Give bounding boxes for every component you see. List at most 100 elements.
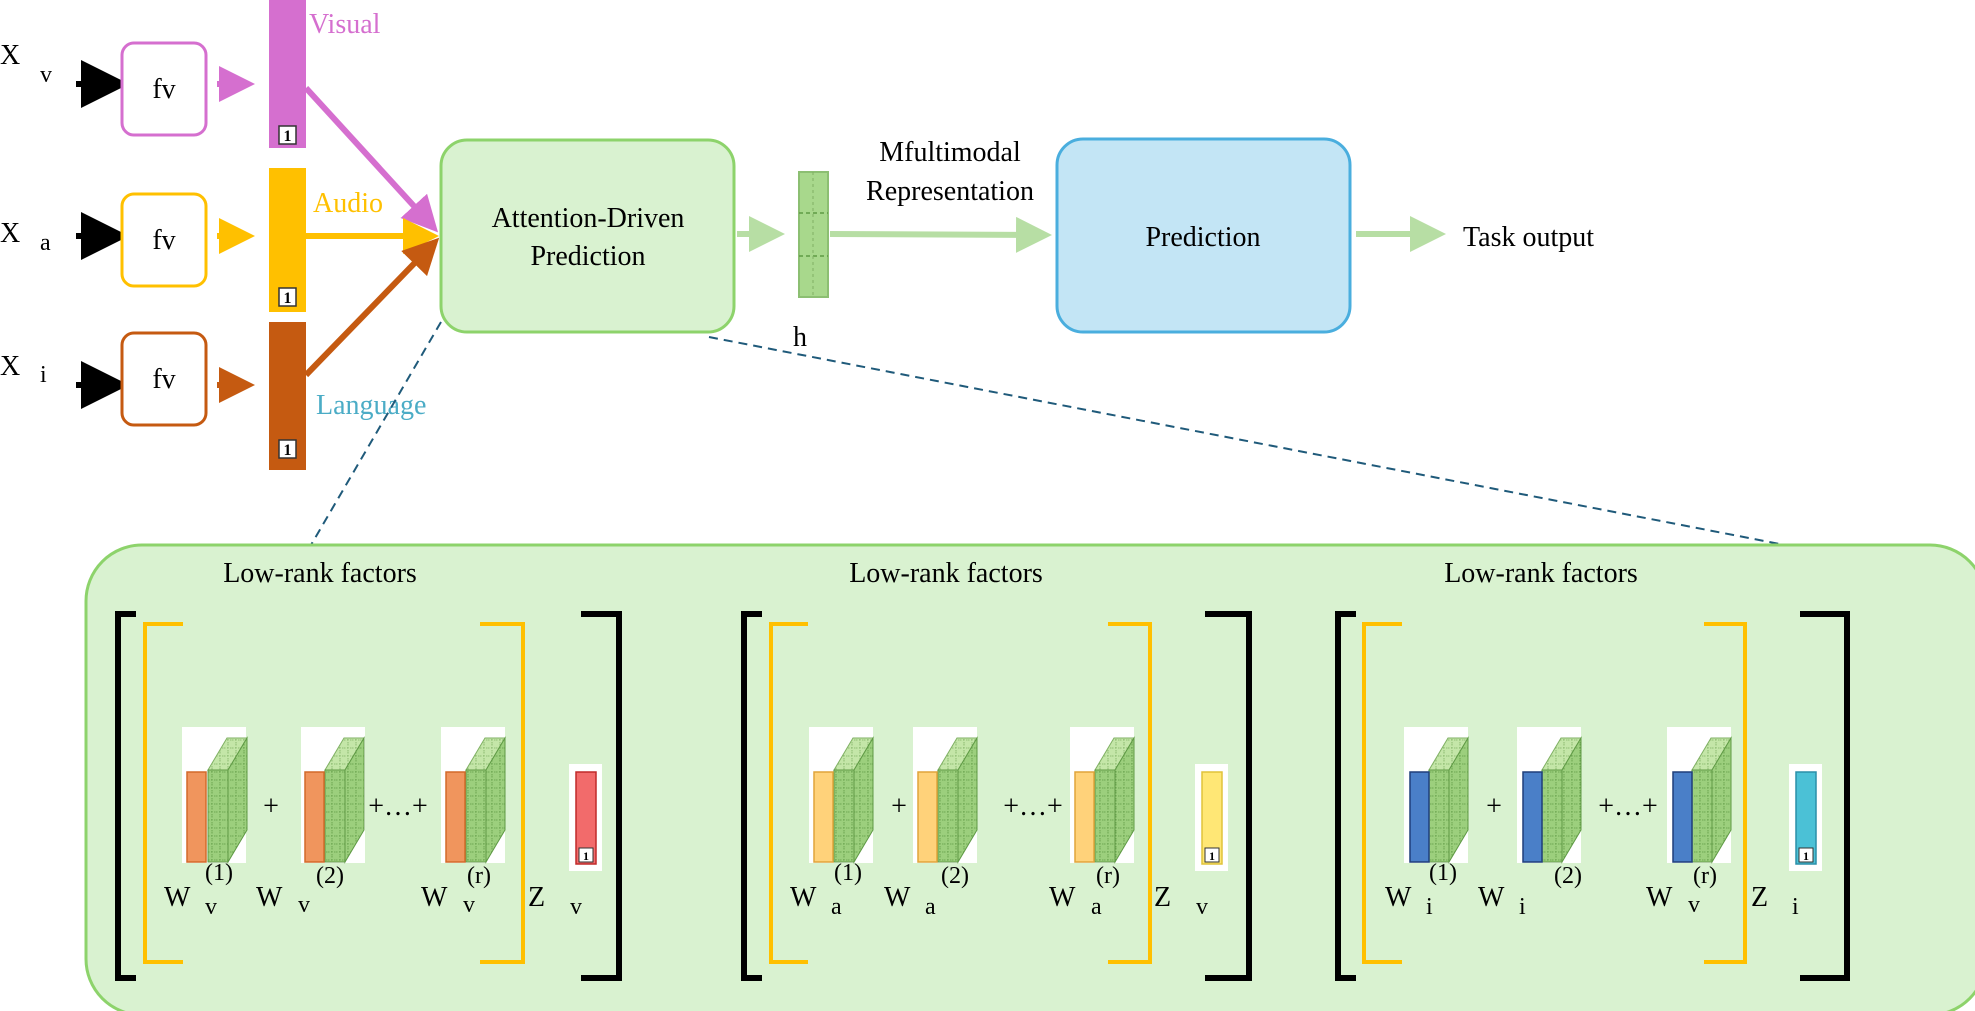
weight-sub: v — [1688, 892, 1700, 918]
plus-sign: + — [1486, 791, 1502, 822]
inner-bracket-left — [1362, 622, 1402, 964]
fv-label: fv — [152, 225, 175, 256]
weight-tensor-1 — [182, 727, 248, 864]
z-sub: v — [570, 894, 582, 920]
z-label: Z — [528, 882, 545, 913]
inner-bracket-left — [769, 622, 808, 964]
weight-tensor-r — [1070, 727, 1135, 864]
bias-one: 1 — [284, 128, 292, 145]
prediction-box — [1055, 137, 1352, 334]
outer-bracket-left — [115, 611, 136, 981]
weight-tensor-r — [1667, 727, 1732, 864]
outer-bracket-right — [581, 611, 622, 981]
weight-sup: (2) — [316, 863, 344, 889]
weight-sub: v — [463, 892, 475, 918]
input-sub: v — [40, 62, 52, 88]
fv-box-visual — [120, 41, 208, 137]
representation-line2: Representation — [866, 176, 1034, 207]
inner-bracket-right — [1704, 622, 1747, 964]
weight-sup: (2) — [941, 863, 969, 889]
weight-tensor-2 — [1517, 727, 1582, 864]
z-label: Z — [1751, 882, 1768, 913]
prediction-label: Prediction — [1145, 222, 1260, 253]
input-sub: a — [40, 230, 51, 256]
z-sub: i — [1792, 894, 1799, 920]
weight-w: W — [421, 882, 448, 913]
zoom-line-left — [310, 321, 442, 546]
fv-box-audio — [120, 192, 208, 288]
hidden-label-h: h — [793, 322, 807, 353]
zoom-line-right — [708, 336, 1786, 546]
low-rank-group-visual: Low-rank factors + +…+ — [115, 558, 622, 981]
task-output-label: Task output — [1463, 222, 1594, 253]
weight-w: W — [884, 882, 911, 913]
feature-bar-visual — [269, 0, 306, 148]
fv-label: fv — [152, 364, 175, 395]
inner-bracket-right — [1108, 622, 1152, 964]
weight-w: W — [1478, 882, 1505, 913]
input-row-audio: X a fv 1 Audio — [0, 168, 383, 312]
weight-tensor-r — [441, 727, 506, 864]
inner-bracket-right — [480, 622, 525, 964]
inner-bracket-left — [143, 622, 183, 964]
plus-ellipsis: +…+ — [1598, 791, 1658, 822]
weight-sup: (r) — [1693, 863, 1717, 889]
input-row-language: X i fv 1 Language — [0, 322, 426, 470]
low-rank-title: Low-rank factors — [1444, 558, 1638, 589]
weight-tensor-1 — [809, 727, 874, 864]
representation-line1: Mfultimodal — [879, 137, 1021, 168]
outer-bracket-left — [1335, 611, 1356, 981]
converge-arrow-visual — [303, 85, 439, 233]
z-vector: 1 — [1789, 764, 1822, 871]
weight-sub: a — [925, 894, 936, 920]
bias-one: 1 — [284, 290, 292, 307]
attention-line2: Prediction — [530, 241, 645, 272]
input-var-x: X — [0, 218, 20, 249]
modality-label-audio: Audio — [313, 188, 383, 219]
weight-sup: (2) — [1554, 863, 1582, 889]
weight-sup: (1) — [1429, 860, 1457, 886]
weight-sub: a — [831, 894, 842, 920]
z-one: 1 — [583, 849, 589, 863]
fv-label: fv — [152, 74, 175, 105]
plus-ellipsis: +…+ — [1003, 791, 1063, 822]
attention-line1: Attention-Driven — [492, 203, 685, 234]
weight-sup: (1) — [834, 860, 862, 886]
input-row-visual: X v fv 1 Visual — [0, 0, 381, 148]
z-vector: 1 — [1195, 764, 1228, 871]
weight-sub: v — [205, 894, 217, 920]
bias-one-box — [278, 439, 297, 459]
weight-tensor-2 — [913, 727, 978, 864]
weight-w: W — [790, 882, 817, 913]
z-one: 1 — [1803, 849, 1809, 863]
weight-sup: (r) — [467, 863, 491, 889]
modality-label-language: Language — [316, 390, 426, 421]
weight-tensor-1 — [1404, 727, 1469, 864]
weight-tensor-2 — [301, 727, 365, 864]
outer-bracket-right — [1205, 611, 1252, 981]
outer-bracket-left — [741, 611, 762, 981]
low-rank-title: Low-rank factors — [849, 558, 1043, 589]
weight-w: W — [164, 882, 191, 913]
input-var-x: X — [0, 351, 20, 382]
weight-sub: i — [1519, 894, 1526, 920]
plus-sign: + — [263, 791, 279, 822]
weight-sub: i — [1426, 894, 1433, 920]
plus-ellipsis: +…+ — [368, 791, 428, 822]
plus-sign: + — [891, 791, 907, 822]
bias-one: 1 — [284, 442, 292, 459]
z-sub: v — [1196, 894, 1208, 920]
weight-w: W — [1385, 882, 1412, 913]
modality-label-visual: Visual — [309, 9, 381, 40]
weight-w: W — [1049, 882, 1076, 913]
z-label: Z — [1154, 882, 1171, 913]
weight-sup: (1) — [205, 860, 233, 886]
weight-w: W — [1646, 882, 1673, 913]
weight-sub: v — [298, 892, 310, 918]
bias-one-box — [278, 125, 297, 145]
weight-w: W — [256, 882, 283, 913]
bias-one-box — [278, 287, 297, 307]
z-one: 1 — [1209, 849, 1215, 863]
fv-box-language — [120, 331, 208, 427]
input-sub: i — [40, 362, 47, 388]
